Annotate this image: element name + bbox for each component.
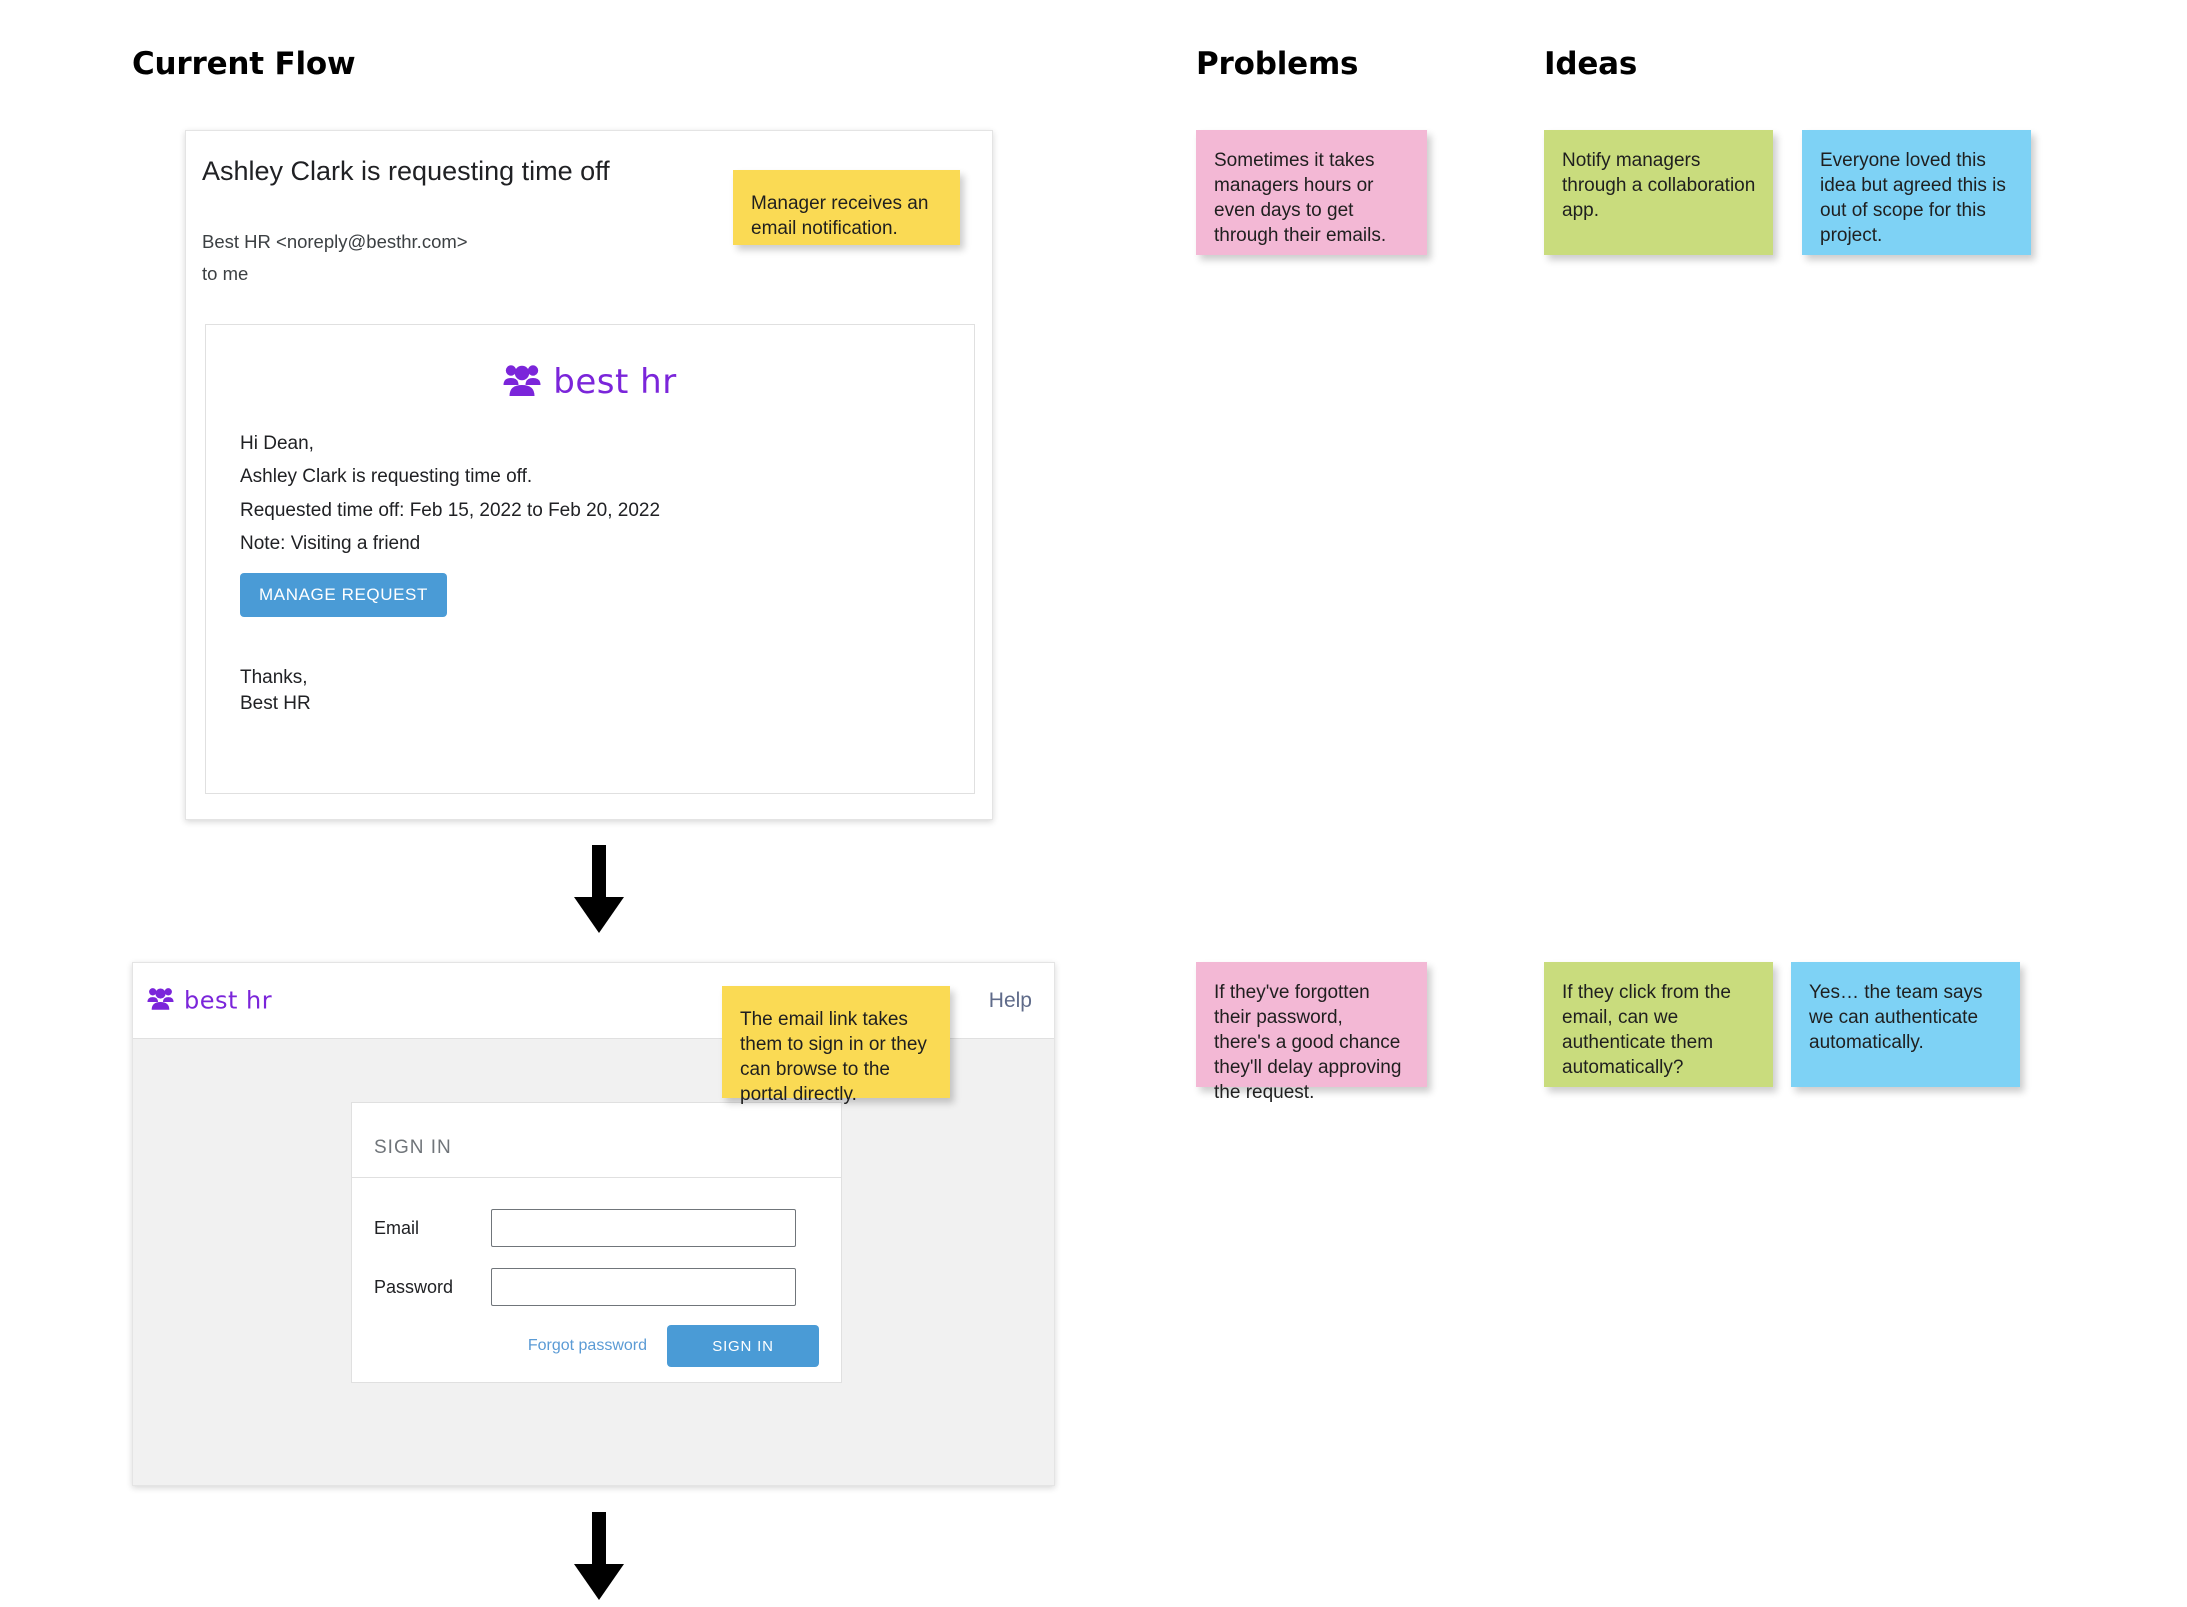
people-group-icon <box>147 986 174 1015</box>
sign-in-card-title: SIGN IN <box>374 1137 452 1158</box>
password-field-label: Password <box>374 1276 454 1297</box>
email-body-frame: best hr Hi Dean, Ashley Clark is request… <box>205 324 975 794</box>
best-hr-logo-portal: best hr <box>147 986 272 1015</box>
sticky-note-problem-1: Sometimes it takes managers hours or eve… <box>1196 130 1427 255</box>
arrow-down-icon <box>570 1512 628 1607</box>
column-heading-ideas: Ideas <box>1544 46 1638 82</box>
forgot-password-link[interactable]: Forgot password <box>527 1337 647 1354</box>
email-screen-mockup: Ashley Clark is requesting time off Best… <box>185 130 993 820</box>
sticky-note-portal-annotation: The email link takes them to sign in or … <box>722 986 950 1105</box>
email-paragraph-note: Note: Visiting a friend <box>240 533 421 554</box>
email-input[interactable] <box>491 1209 796 1247</box>
sign-in-button[interactable]: SIGN IN <box>667 1325 819 1367</box>
sticky-note-idea-1: Notify managers through a collaboration … <box>1544 130 1773 255</box>
email-recipient: to me <box>202 263 249 284</box>
arrow-down-icon <box>570 845 628 940</box>
best-hr-wordmark-portal: best hr <box>184 986 273 1015</box>
sign-in-card-divider <box>352 1177 841 1178</box>
sticky-note-idea-4: Yes… the team says we can authenticate a… <box>1791 962 2020 1087</box>
email-paragraph-dates: Requested time off: Feb 15, 2022 to Feb … <box>240 500 661 521</box>
best-hr-wordmark: best hr <box>553 362 677 402</box>
column-heading-problems: Problems <box>1196 46 1359 82</box>
sticky-note-idea-2: Everyone loved this idea but agreed this… <box>1802 130 2031 255</box>
password-field-row: Password <box>374 1268 821 1306</box>
sticky-note-problem-2: If they've forgotten their password, the… <box>1196 962 1427 1103</box>
email-field-label: Email <box>374 1217 420 1238</box>
email-greeting: Hi Dean, <box>240 433 314 454</box>
manage-request-button[interactable]: MANAGE REQUEST <box>240 573 447 617</box>
sign-in-actions: Forgot password SIGN IN <box>528 1325 819 1367</box>
email-signoff: Thanks, Best HR <box>240 667 311 715</box>
column-heading-current-flow: Current Flow <box>132 46 356 82</box>
best-hr-logo: best hr <box>206 362 974 402</box>
sign-in-card: SIGN IN Email Password Forgot password S… <box>351 1102 842 1383</box>
password-input[interactable] <box>491 1268 796 1306</box>
email-paragraph-request: Ashley Clark is requesting time off. <box>240 466 533 487</box>
email-field-row: Email <box>374 1209 821 1247</box>
email-subject: Ashley Clark is requesting time off <box>202 156 610 186</box>
email-sender-address: Best HR <noreply@besthr.com> <box>202 231 468 252</box>
people-group-icon <box>503 363 541 402</box>
help-link[interactable]: Help <box>988 988 1032 1012</box>
sticky-note-email-annotation: Manager receives an email notification. <box>733 170 960 245</box>
sticky-note-idea-3: If they click from the email, can we aut… <box>1544 962 1773 1087</box>
